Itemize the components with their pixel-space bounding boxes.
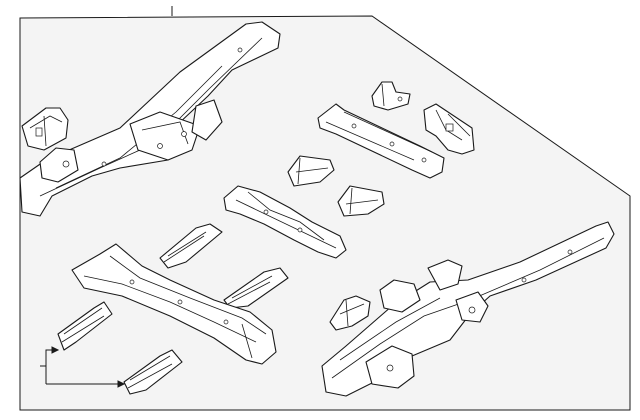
diagram-panel [19, 15, 631, 411]
rail-bracket-lower-left-lower [123, 349, 183, 395]
rail-bracket-center-left-upper [159, 223, 223, 269]
bracket-middle-upper [287, 155, 335, 187]
crossmember-center [223, 185, 347, 259]
front-frame-rail-left [19, 21, 281, 217]
front-frame-rail-right [321, 221, 615, 397]
bracket-upper-right-small [371, 81, 411, 111]
mount-bracket-upper-left [21, 107, 69, 151]
bracket-upper-right-large [423, 103, 475, 155]
bracket-middle-lower [337, 185, 385, 217]
mount-bracket-lower-right [329, 295, 371, 331]
crossmember-rear-lower [71, 243, 277, 365]
crossmember-upper [317, 103, 445, 179]
leader-line-lower-left [40, 346, 126, 388]
rail-bracket-lower-left-upper [57, 301, 113, 351]
